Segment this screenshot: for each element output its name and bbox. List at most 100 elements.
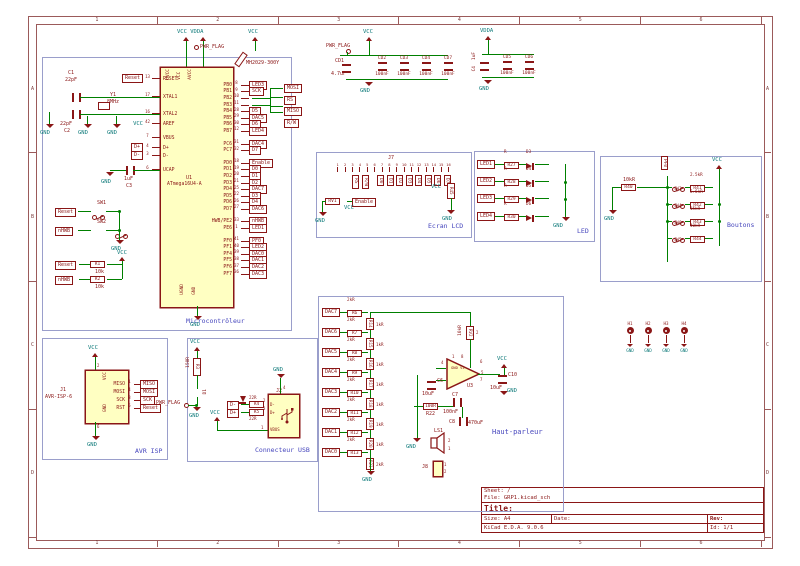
net-flag[interactable]: PF0	[661, 156, 668, 171]
net-flag[interactable]: LED4	[477, 211, 496, 221]
usb-connector[interactable]	[268, 394, 300, 438]
resistor[interactable]: R18	[366, 398, 374, 410]
resistor[interactable]: R10	[347, 390, 363, 397]
capacitor[interactable]	[342, 64, 351, 73]
vcc-power-symbol[interactable]	[501, 364, 507, 368]
vcc-power-symbol[interactable]	[716, 165, 722, 169]
led-diode[interactable]	[526, 163, 535, 170]
net-flag[interactable]: DAC7	[322, 308, 341, 317]
isp-connector[interactable]	[85, 370, 129, 424]
gnd-symbol[interactable]	[46, 124, 54, 128]
opamp[interactable]	[446, 358, 480, 390]
vcc-power-symbol[interactable]	[366, 37, 372, 41]
resistor[interactable]: R9	[347, 370, 363, 377]
volume-pot[interactable]: RV2	[466, 326, 474, 340]
net-flag[interactable]: DAC2	[322, 408, 341, 417]
resistor[interactable]: R7	[347, 330, 363, 337]
net-flag[interactable]: D+	[227, 409, 240, 418]
capacitor[interactable]	[427, 381, 436, 390]
gnd-symbol[interactable]	[609, 210, 617, 214]
led-diode[interactable]	[526, 180, 535, 188]
pwr-flag-symbol[interactable]	[346, 49, 351, 54]
net-flag[interactable]: nHWB	[55, 276, 74, 285]
net-flag[interactable]: DAC5	[322, 348, 341, 357]
capacitor[interactable]	[480, 62, 489, 71]
resistor[interactable]: R5	[249, 409, 264, 416]
net-flag[interactable]: Reset	[140, 403, 162, 413]
vcc-power-symbol[interactable]	[183, 37, 189, 41]
resistor[interactable]: R45	[447, 183, 455, 199]
gnd-symbol[interactable]	[413, 438, 421, 442]
gnd-symbol[interactable]	[193, 407, 201, 411]
gnd-symbol[interactable]	[113, 124, 121, 128]
net-flag[interactable]: nHWB	[55, 227, 74, 236]
vcc-power-symbol[interactable]	[92, 353, 98, 357]
net-flag[interactable]: Reset	[55, 261, 77, 270]
gnd-symbol[interactable]	[194, 316, 202, 320]
pwr-flag-symbol[interactable]	[194, 45, 199, 50]
gnd-symbol[interactable]	[116, 240, 124, 244]
gnd-symbol[interactable]	[367, 471, 375, 475]
switch[interactable]	[672, 236, 685, 244]
resistor[interactable]: 100R	[423, 403, 438, 410]
gnd-symbol[interactable]	[277, 374, 285, 378]
net-flag[interactable]: D1	[386, 175, 394, 187]
net-flag[interactable]: R/W	[284, 118, 300, 128]
gnd-symbol[interactable]	[500, 391, 508, 395]
capacitor[interactable]	[459, 417, 468, 426]
resistor[interactable]: R16	[366, 358, 374, 370]
resistor[interactable]: R15	[366, 338, 374, 350]
capacitor[interactable]	[498, 375, 507, 384]
net-flag[interactable]: MISO	[284, 107, 303, 116]
vcc-power-symbol[interactable]	[194, 347, 200, 351]
net-flag[interactable]: D4	[415, 175, 422, 187]
net-flag[interactable]: D2	[396, 175, 403, 187]
resistor[interactable]: R28	[504, 179, 520, 187]
net-flag[interactable]: LED1	[477, 160, 496, 169]
net-flag[interactable]: Reset	[121, 74, 143, 83]
aux-connector[interactable]	[433, 461, 443, 477]
gnd-symbol[interactable]	[84, 124, 92, 128]
vcc-power-symbol[interactable]	[119, 257, 125, 261]
net-flag[interactable]: Enable	[249, 158, 274, 168]
resistor[interactable]: R4	[249, 401, 264, 408]
net-flag[interactable]: DAC6	[322, 328, 341, 337]
net-flag[interactable]: DAC1	[322, 428, 341, 437]
resistor[interactable]: R2	[90, 276, 105, 283]
gnd-symbol[interactable]	[447, 210, 455, 214]
switch[interactable]	[672, 202, 685, 210]
net-flag[interactable]: D0	[377, 175, 384, 187]
vcc-power-symbol[interactable]	[214, 417, 220, 421]
gnd-symbol[interactable]	[319, 212, 327, 216]
pwr-flag-label[interactable]: PWR_FLAG	[200, 44, 225, 50]
net-flag[interactable]: D7	[249, 146, 262, 156]
resistor-vertical[interactable]: R212kR	[366, 458, 384, 470]
gnd-symbol[interactable]	[92, 436, 100, 440]
resistor[interactable]: R44	[690, 236, 705, 243]
resistor[interactable]: R11	[347, 410, 363, 417]
resistor[interactable]: R20	[366, 438, 374, 450]
net-flag[interactable]: D5	[424, 175, 432, 187]
resistor[interactable]: R19	[366, 418, 374, 430]
crystal[interactable]	[98, 102, 110, 110]
resistor[interactable]: R14	[366, 318, 374, 330]
switch[interactable]	[92, 213, 105, 221]
switch[interactable]	[672, 219, 685, 227]
net-flag[interactable]: RS	[284, 95, 297, 105]
vdda-power-symbol[interactable]	[485, 36, 491, 40]
